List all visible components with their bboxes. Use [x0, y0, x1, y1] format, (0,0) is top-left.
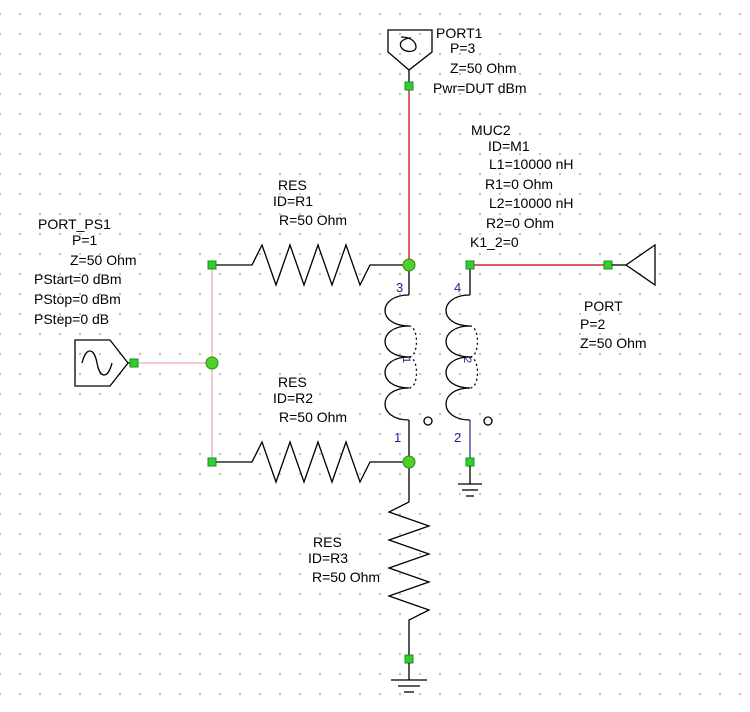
port2-symbol[interactable]: [603, 243, 656, 287]
resistor-r2[interactable]: [207, 440, 409, 484]
junction-node-top[interactable]: [402, 258, 416, 272]
port-ps1-pstart-param: PStart=0 dBm: [34, 271, 122, 287]
port2-p-param: P=2: [580, 316, 606, 332]
pin-3-label: 3: [396, 280, 403, 295]
port1-symbol[interactable]: [387, 29, 433, 91]
res2-r-param: R=50 Ohm: [279, 409, 347, 425]
port1-pwr-param: Pwr=DUT dBm: [433, 80, 526, 96]
res3-r-param: R=50 Ohm: [312, 569, 380, 585]
muc2-name: MUC2: [471, 122, 511, 138]
res1-id-param: ID=R1: [273, 193, 313, 209]
pin4-terminal[interactable]: [465, 260, 475, 270]
inductor-coil1[interactable]: [384, 294, 433, 426]
port1-name: PORT1: [436, 25, 483, 41]
port-ps1-pstep-param: PStep=0 dB: [34, 311, 109, 327]
resistor-r3[interactable]: [387, 462, 431, 664]
muc2-r2-param: R2=0 Ohm: [486, 215, 554, 231]
port-ps1-name: PORT_PS1: [38, 216, 111, 232]
pin-2-label: 2: [454, 430, 461, 445]
coil1-number-label: 1: [400, 357, 412, 363]
muc2-l2-param: L2=10000 nH: [489, 195, 573, 211]
port-ps1-source-symbol[interactable]: [74, 339, 139, 387]
junction-node-bottom[interactable]: [402, 455, 416, 469]
pin-1-label: 1: [394, 430, 401, 445]
res2-id-param: ID=R2: [273, 390, 313, 406]
coil2-number-label: 2: [461, 357, 473, 363]
port2-name: PORT: [584, 298, 623, 314]
junction-node-splitter[interactable]: [205, 356, 219, 370]
muc2-l1-param: L1=10000 nH: [489, 156, 573, 172]
pin-4-label: 4: [454, 280, 461, 295]
inductor-coil2[interactable]: [445, 294, 493, 467]
muc2-k12-param: K1_2=0: [470, 234, 519, 250]
port-ps1-p-param: P=1: [72, 232, 98, 248]
muc2-r1-param: R1=0 Ohm: [485, 176, 553, 192]
res3-id-param: ID=R3: [308, 550, 348, 566]
res2-name: RES: [278, 374, 307, 390]
ground-r3-icon: [391, 663, 427, 693]
port1-z-param: Z=50 Ohm: [450, 60, 517, 76]
ground-coil2-icon: [458, 466, 482, 497]
muc2-id-param: ID=M1: [488, 138, 530, 154]
res1-r-param: R=50 Ohm: [279, 212, 347, 228]
port2-z-param: Z=50 Ohm: [580, 335, 647, 351]
port-ps1-pstop-param: PStop=0 dBm: [34, 291, 121, 307]
resistor-r1[interactable]: [207, 243, 409, 287]
port1-p-param: P=3: [450, 40, 476, 56]
port-ps1-z-param: Z=50 Ohm: [70, 252, 137, 268]
res3-name: RES: [313, 534, 342, 550]
res1-name: RES: [278, 177, 307, 193]
